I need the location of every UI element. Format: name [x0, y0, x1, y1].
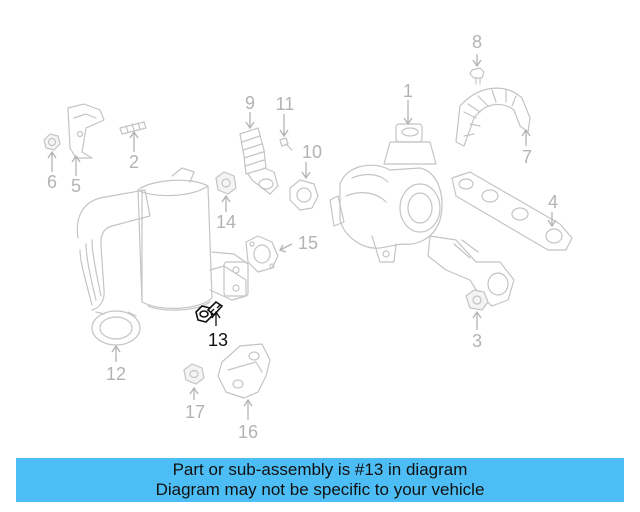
- nut-part-3-illustration: [465, 289, 489, 311]
- bolt-part-13-illustration: [195, 300, 224, 323]
- callout-8[interactable]: 8: [472, 32, 482, 52]
- gasket-part-10-illustration: [289, 179, 319, 211]
- callout-10[interactable]: 10: [302, 142, 322, 162]
- notice-line-part: Part or sub-assembly is #13 in diagram: [172, 460, 468, 479]
- callout-15[interactable]: 15: [298, 233, 318, 253]
- callout-17[interactable]: 17: [185, 402, 205, 422]
- callout-13[interactable]: 13: [208, 330, 228, 350]
- bracket-part-16-illustration: [217, 343, 271, 399]
- turbocharger-part-1-illustration: [329, 123, 515, 307]
- parts-diagram: 1 2 3 4 5 6 7 8 9 10 11 12 13 14 15 16 1…: [43, 32, 573, 442]
- nut-part-14-illustration: [215, 171, 237, 195]
- nut-part-17-illustration: [183, 363, 205, 385]
- gasket-part-15-illustration: [245, 235, 279, 273]
- callout-6[interactable]: 6: [47, 172, 57, 192]
- callout-12[interactable]: 12: [106, 364, 126, 384]
- callout-7[interactable]: 7: [522, 147, 532, 167]
- callout-3[interactable]: 3: [472, 331, 482, 351]
- callout-4[interactable]: 4: [548, 192, 558, 212]
- callout-5[interactable]: 5: [71, 176, 81, 196]
- manifold-gasket-part-4-illustration: [451, 171, 573, 251]
- callout-leaders: [47, 54, 557, 420]
- callout-labels: 1 2 3 4 5 6 7 8 9 10 11 12 13 14 15 16 1…: [47, 32, 558, 442]
- catalytic-converter-illustration: [76, 167, 249, 346]
- hose-part-9-illustration: [239, 127, 279, 195]
- callout-9[interactable]: 9: [245, 93, 255, 113]
- callout-14[interactable]: 14: [216, 212, 236, 232]
- nut-part-6-illustration: [43, 133, 61, 151]
- bracket-part-5-illustration: [67, 103, 105, 159]
- callout-2[interactable]: 2: [129, 152, 139, 172]
- notice-line-disclaimer: Diagram may not be specific to your vehi…: [155, 480, 485, 499]
- callout-11[interactable]: 11: [276, 94, 295, 114]
- heat-shield-part-7-illustration: [455, 87, 531, 147]
- callout-1[interactable]: 1: [403, 81, 413, 101]
- stud-part-2-illustration: [119, 121, 147, 135]
- diagram-notice-banner: Part or sub-assembly is #13 in diagram D…: [16, 458, 624, 502]
- screw-part-11-illustration: [279, 137, 293, 151]
- bolt-part-8-illustration: [469, 67, 485, 85]
- callout-16[interactable]: 16: [238, 422, 258, 442]
